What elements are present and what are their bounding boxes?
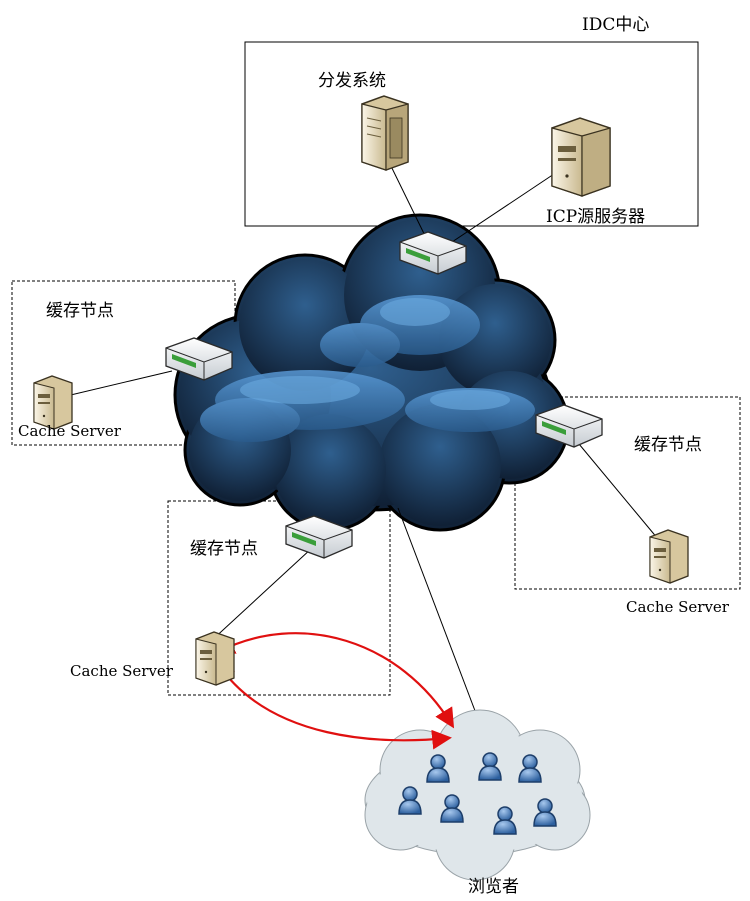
cache-server-label: Cache Server <box>18 422 121 440</box>
user-icon <box>493 806 517 835</box>
link-bottom-server <box>209 547 313 643</box>
switch-icon <box>535 404 603 448</box>
cache-node-label: 缓存节点 <box>634 435 702 455</box>
idc-box <box>244 41 699 227</box>
cache-server-icon <box>195 631 235 686</box>
origin-server-icon <box>551 117 611 197</box>
cache-node-box-right <box>514 396 741 590</box>
cache-server-icon <box>649 529 689 584</box>
cache-server-icon <box>33 375 73 430</box>
origin-server-label: ICP源服务器 <box>546 207 646 227</box>
user-icon <box>478 752 502 781</box>
user-icon <box>426 754 450 783</box>
idc-title: IDC中心 <box>582 15 650 35</box>
switch-icon <box>399 231 467 275</box>
link-users-cloud <box>397 507 489 746</box>
response-arrow <box>215 660 452 750</box>
user-icon <box>398 786 422 815</box>
cache-node-label: 缓存节点 <box>190 539 258 559</box>
request-arrow <box>214 632 455 729</box>
switch-icon <box>165 337 233 381</box>
users-label: 浏览者 <box>468 877 519 897</box>
distribution-server-icon <box>361 95 409 171</box>
distribution-system-label: 分发系统 <box>318 71 386 91</box>
link-origin-switch <box>439 169 561 251</box>
cache-server-label: Cache Server <box>626 598 729 616</box>
user-icon <box>518 754 542 783</box>
link-right-server <box>573 437 664 546</box>
cache-node-label: 缓存节点 <box>46 301 114 321</box>
user-icon <box>440 794 464 823</box>
switch-icon <box>285 515 353 559</box>
users-group <box>398 752 557 835</box>
link-left-server <box>57 370 173 399</box>
user-icon <box>533 798 557 827</box>
internet-cloud <box>173 213 570 532</box>
cache-server-label: Cache Server <box>70 662 173 680</box>
